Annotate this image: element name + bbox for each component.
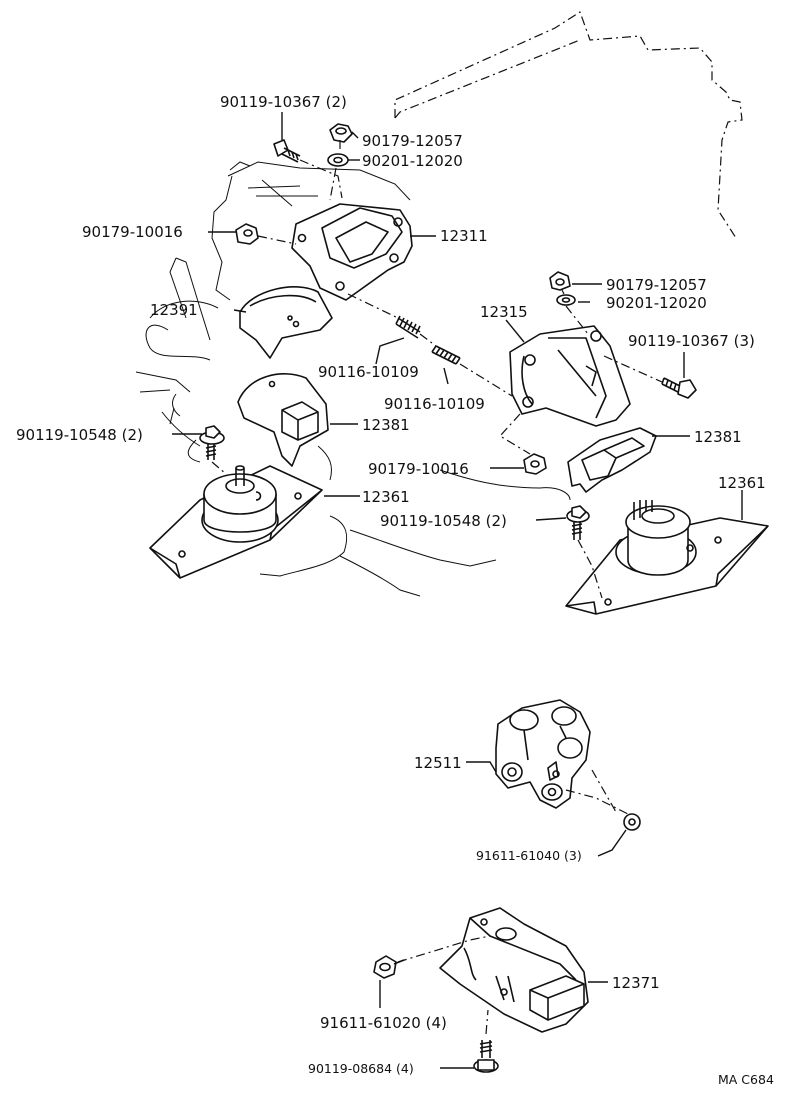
callout-12381-right: 12381 [694, 428, 742, 446]
bolt-icon [273, 139, 301, 163]
callout-90119-10548-right: 90119-10548 (2) [380, 512, 507, 530]
washer-icon [623, 813, 641, 831]
callout-12361-right: 12361 [718, 474, 766, 492]
callout-90179-12057-top: 90179-12057 [362, 132, 463, 150]
callout-labels: 90119-10367 (2) 90179-12057 90201-12020 … [16, 93, 774, 1087]
callout-12315: 12315 [480, 303, 528, 321]
nut-icon [549, 271, 571, 291]
callout-90119-10548-left: 90119-10548 (2) [16, 426, 143, 444]
callout-12371: 12371 [612, 974, 660, 992]
engine-mount-insulator-12361-right [565, 500, 769, 615]
callout-12361-left: 12361 [362, 488, 410, 506]
stud-icon [395, 315, 421, 339]
callout-90179-10016-left: 90179-10016 [82, 223, 183, 241]
callout-90119-08684-4: 90119-08684 (4) [308, 1061, 414, 1076]
callout-90201-12020-top: 90201-12020 [362, 152, 463, 170]
callout-90179-12057-right: 90179-12057 [606, 276, 707, 294]
engine-background [135, 161, 571, 597]
engine-outline [394, 11, 743, 239]
callout-90201-12020-right: 90201-12020 [606, 294, 707, 312]
callout-90116-10109-lower: 90116-10109 [384, 395, 485, 413]
callout-12311: 12311 [440, 227, 488, 245]
nut-icon [329, 123, 353, 143]
leader-lines [172, 112, 743, 1069]
callout-12511: 12511 [414, 754, 462, 772]
engine-mount-insulator-12361-left [149, 465, 323, 579]
callout-90119-10367-2: 90119-10367 (2) [220, 93, 347, 111]
assembly-lines [211, 140, 663, 1035]
mount-stopper-12381-right [567, 427, 657, 493]
callout-91611-61020-4: 91611-61020 (4) [320, 1014, 447, 1032]
transmission-mount-12511 [495, 699, 591, 809]
drawing-id: MA C684 [718, 1072, 774, 1087]
engine-mount-bracket-12311 [291, 203, 413, 301]
callout-91611-61040-3: 91611-61040 (3) [476, 848, 582, 863]
fasteners [199, 123, 697, 1073]
flange-bolt-icon [199, 425, 225, 460]
mount-stopper-12381-left [237, 373, 329, 467]
engine-mount-bracket-12315 [509, 325, 631, 427]
nut-icon [235, 223, 259, 245]
callout-90119-10367-3: 90119-10367 (3) [628, 332, 755, 350]
washer-icon [327, 153, 349, 167]
rear-mount-12371 [439, 907, 589, 1033]
callout-12391: 12391 [150, 301, 198, 319]
flange-bolt-icon [473, 1040, 499, 1073]
callout-90116-10109-upper: 90116-10109 [318, 363, 419, 381]
callout-90179-10016-right: 90179-10016 [368, 460, 469, 478]
flange-bolt-icon [661, 377, 697, 399]
heat-insulator-12391 [239, 286, 333, 359]
flange-bolt-icon [566, 505, 590, 540]
washer-icon [556, 294, 576, 306]
flange-bolt-icon [373, 955, 405, 979]
stud-icon [431, 345, 461, 365]
nut-icon [523, 453, 547, 475]
callout-12381-left: 12381 [362, 416, 410, 434]
